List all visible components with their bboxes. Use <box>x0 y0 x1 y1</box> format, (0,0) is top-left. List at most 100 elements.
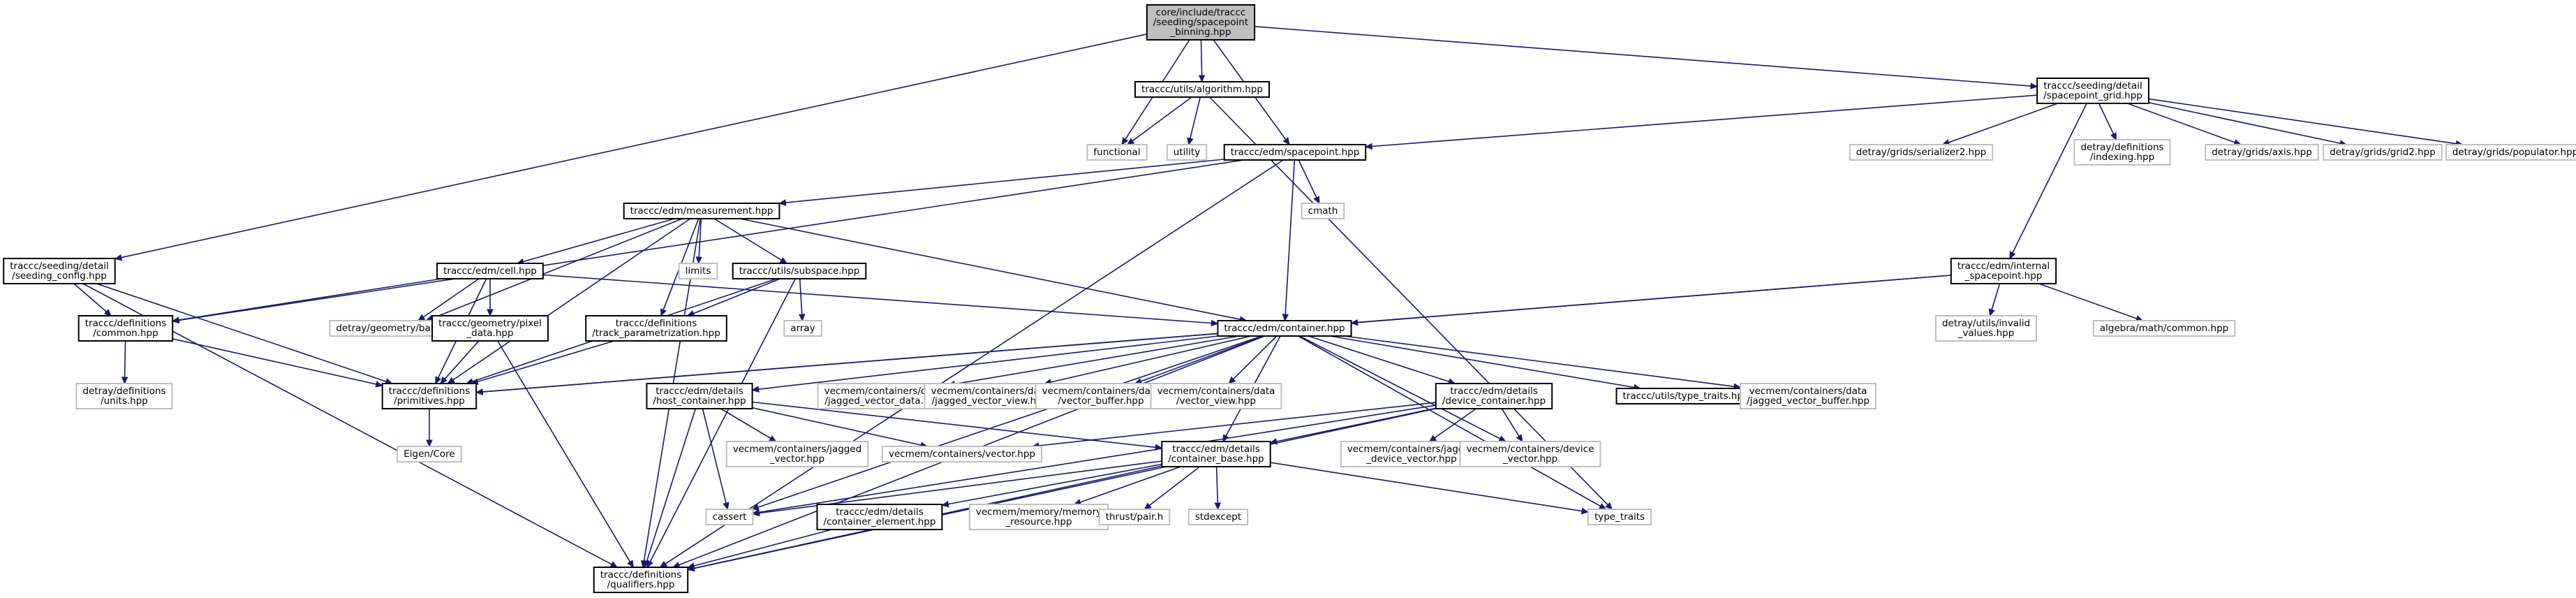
edge-line <box>758 335 1219 390</box>
edge-cell-to-container <box>542 274 1219 327</box>
node-box <box>381 383 478 409</box>
graph-edges <box>73 26 2464 572</box>
external-header-node: vecmem/containers/device_vector.hpp <box>1459 441 1601 467</box>
node-box <box>431 315 549 342</box>
header-node[interactable]: traccc/utils/subspace.hpp <box>732 263 867 279</box>
node-label: /vector_view.hpp <box>1176 395 1256 407</box>
edge-spgrid-to-indexing <box>2098 103 2117 141</box>
node-label: vecmem/containers/data <box>824 386 942 397</box>
edge-arrowhead <box>1126 138 1135 145</box>
header-node[interactable]: traccc/edm/details/container_base.hpp <box>1161 441 1271 467</box>
edge-line <box>2127 103 2235 143</box>
header-node[interactable]: traccc/definitions/qualifiers.hpp <box>593 567 689 593</box>
edge-arrowhead <box>941 500 949 508</box>
edge-arrowhead <box>375 381 383 388</box>
node-label: Eigen/Core <box>404 449 455 460</box>
edge-line <box>1343 335 1735 388</box>
header-node[interactable]: traccc/definitions/common.hpp <box>77 315 174 342</box>
node-label: /units.hpp <box>101 395 148 407</box>
edge-arrowhead <box>1211 319 1219 327</box>
edge-measurement-to-limits <box>695 218 703 265</box>
header-node[interactable]: traccc/utils/algorithm.hpp <box>1134 81 1270 98</box>
edge-hostcont-to-jvector <box>720 408 777 442</box>
edge-line <box>542 274 1212 324</box>
node-box <box>1223 144 1367 161</box>
edge-arrowhead <box>1598 503 1607 510</box>
node-box <box>1459 441 1601 467</box>
edge-line <box>693 529 832 567</box>
edge-line <box>1233 335 1278 380</box>
edge-container-to-primitives <box>475 333 1218 395</box>
edge-line <box>422 278 480 318</box>
edge-arrowhead <box>440 376 448 384</box>
edge-arrowhead <box>1365 143 1373 150</box>
edge-line <box>720 408 771 439</box>
header-node[interactable]: traccc/definitions/track_parametrization… <box>585 315 727 342</box>
node-box <box>2445 144 2576 161</box>
header-node[interactable]: traccc/utils/type_traits.hpp <box>1615 388 1756 404</box>
edge-pixeldata-to-qualifiers <box>497 340 634 569</box>
header-node[interactable]: traccc/edm/spacepoint.hpp <box>1223 144 1367 161</box>
edge-primitives-to-eigen <box>426 409 433 448</box>
edge-line <box>444 340 480 379</box>
edge-line <box>2148 102 2341 144</box>
header-node[interactable]: traccc/edm/measurement.hpp <box>623 203 780 219</box>
header-node[interactable]: traccc/seeding/detail/spacepoint_grid.hp… <box>2036 78 2149 104</box>
header-node[interactable]: traccc/edm/details/host_container.hpp <box>646 383 753 409</box>
node-label: /seeding/spacepoint <box>1153 17 1248 28</box>
node-box <box>1146 4 1256 41</box>
node-label: _values.hpp <box>1957 328 2015 339</box>
node-label: /vector_buffer.hpp <box>1058 395 1143 407</box>
edge-container-to-cassert <box>751 335 1262 511</box>
edge-hostcont-to-qualifiers <box>644 408 697 569</box>
node-label: /spacepoint_grid.hpp <box>2043 90 2142 101</box>
edge-contbase-to-thrustpair <box>1143 466 1201 510</box>
node-box <box>623 203 780 219</box>
header-node[interactable]: traccc/geometry/pixel_data.hpp <box>431 315 549 342</box>
edge-line <box>665 159 1284 564</box>
edge-arrowhead <box>1988 308 1995 317</box>
node-box <box>77 315 174 342</box>
node-label: traccc/edm/container.hpp <box>1224 323 1345 334</box>
header-node[interactable]: traccc/edm/internal_spacepoint.hpp <box>1950 258 2057 284</box>
header-node[interactable]: traccc/edm/details/device_container.hpp <box>1435 383 1553 409</box>
header-node[interactable]: traccc/seeding/detail/seeding_config.hpp <box>3 258 116 284</box>
edge-line <box>1132 96 1192 142</box>
header-node[interactable]: traccc/edm/container.hpp <box>1217 320 1352 337</box>
node-box <box>1217 320 1352 337</box>
node-box <box>678 263 718 279</box>
header-node[interactable]: traccc/definitions/primitives.hpp <box>381 383 478 409</box>
edge-line <box>96 283 387 382</box>
edge-cell-to-barcode <box>417 278 480 321</box>
node-label: traccc/definitions <box>616 318 697 329</box>
node-box <box>1161 441 1271 467</box>
edge-arrowhead <box>609 561 619 568</box>
edge-line <box>1298 335 1601 507</box>
external-header-node: vecmem/containers/data/vector_view.hpp <box>1150 383 1282 409</box>
external-header-node: vecmem/memory/memory_resource.hpp <box>968 504 1109 530</box>
node-label: /jagged_vector_buffer.hpp <box>1747 395 1870 407</box>
edge-line <box>482 333 1218 393</box>
edge-contbase-to-memres <box>1073 466 1181 506</box>
edge-arrowhead <box>1516 434 1523 443</box>
edge-arrowhead <box>660 308 667 317</box>
external-header-node: detray/utils/invalid_values.hpp <box>1934 315 2037 342</box>
edge-arrowhead <box>1214 502 1222 511</box>
header-node[interactable]: traccc/edm/details/container_element.hpp <box>816 504 943 530</box>
external-header-node: vecmem/containers/data/jagged_vector_buf… <box>1740 383 1877 409</box>
node-label: vecmem/containers/device <box>1467 444 1594 455</box>
edge-arrowhead <box>103 309 112 316</box>
node-label: traccc/edm/details <box>1172 444 1259 455</box>
node-label: traccc/edm/internal <box>1957 261 2050 272</box>
edge-arrowhead <box>1428 435 1437 442</box>
node-label: _resource.hpp <box>1005 516 1072 527</box>
node-box <box>2036 78 2149 104</box>
node-box <box>1587 509 1652 525</box>
node-label: detray/grids/serializer2.hpp <box>1856 147 1986 158</box>
node-label: /host_container.hpp <box>653 395 746 407</box>
edge-line <box>523 218 675 263</box>
header-node[interactable]: traccc/edm/cell.hpp <box>436 263 544 279</box>
edge-container-to-jvview <box>1044 335 1252 386</box>
node-box <box>646 383 753 409</box>
edge-arrowhead <box>426 439 433 448</box>
